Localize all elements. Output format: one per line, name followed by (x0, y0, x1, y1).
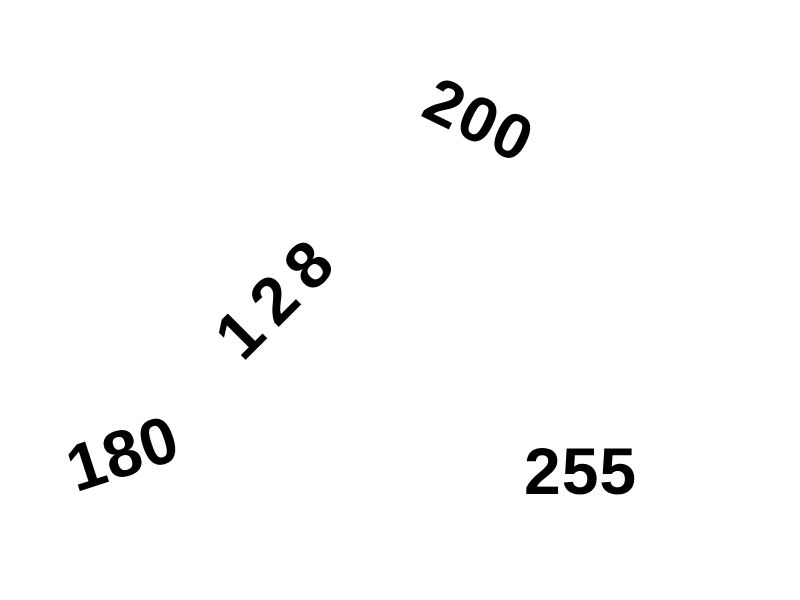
number-label-255: 255 (524, 434, 638, 508)
number-label-200: 200 (412, 62, 546, 178)
number-label-180: 180 (57, 400, 188, 506)
number-label-128: 128 (200, 217, 356, 373)
